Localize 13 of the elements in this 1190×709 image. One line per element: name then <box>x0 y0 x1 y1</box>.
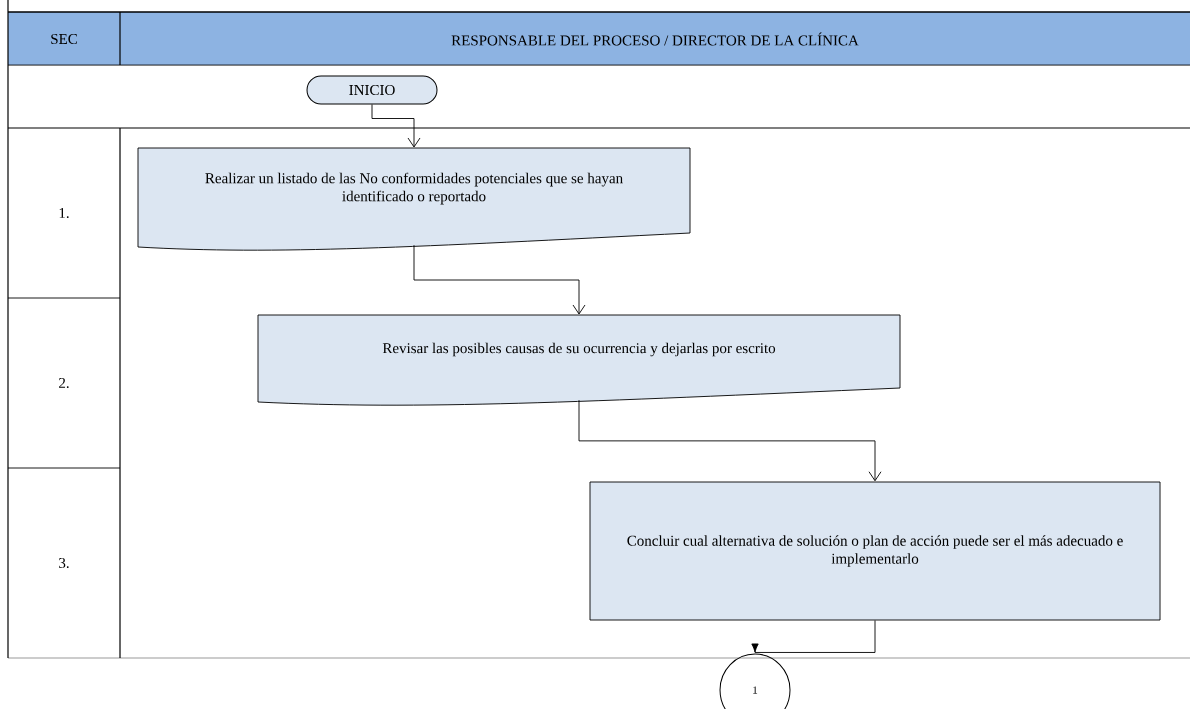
column-header: RESPONSABLE DEL PROCESO / DIRECTOR DE LA CLÍNICA <box>451 32 859 46</box>
document-box: Realizar un listado de las No conformidades potenciales que se hayan identificado o reportado <box>137 147 691 251</box>
document-box: Revisar las posibles causas de su ocurrencia y dejarlas por escrito <box>257 314 901 406</box>
step-number: 2. <box>59 377 69 389</box>
arrow <box>751 620 876 653</box>
start-terminal: INICIO <box>306 75 438 105</box>
step-number: 1. <box>59 207 69 219</box>
arrow <box>413 244 586 315</box>
column-header: SEC <box>51 33 77 45</box>
process-box: Concluir cual alternativa de solución o plan de acción puede ser el más adecuado e implementarlo <box>589 481 1161 621</box>
arrow <box>578 399 882 482</box>
arrow <box>371 104 421 148</box>
step-number: 3. <box>59 557 69 569</box>
